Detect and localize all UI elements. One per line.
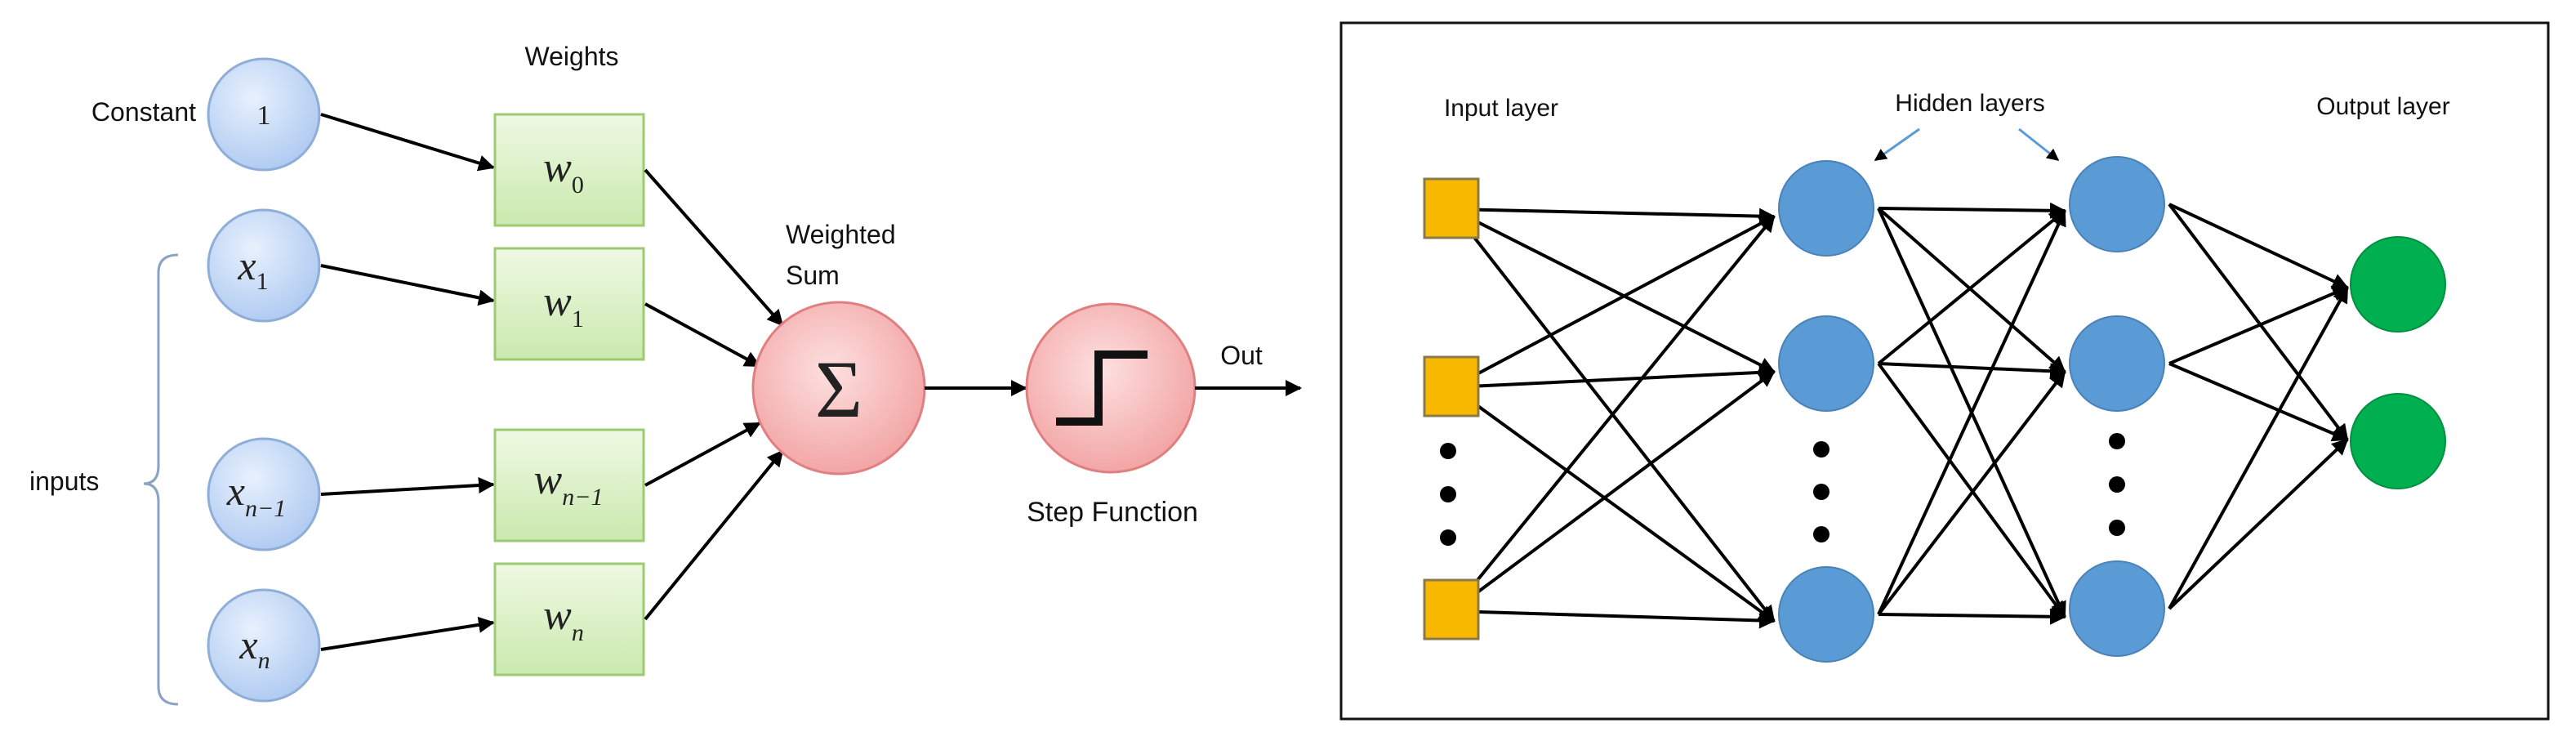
weight-box-wn: wn [493, 562, 645, 676]
sum-symbol: Σ [815, 344, 862, 435]
nn-hidden2-node-n [2069, 560, 2165, 657]
svg-text:w0: w0 [543, 145, 584, 199]
nn-hidden1-node-n [1778, 566, 1874, 663]
input-xn-sub: n [258, 647, 270, 674]
input-x1-sub: 1 [256, 268, 269, 295]
nn-connection-arrow [2168, 286, 2349, 609]
input-node-x1: x1 [207, 208, 321, 323]
nn-input-node-n [1423, 578, 1480, 641]
input-node-xn-1: xn−1 [207, 437, 321, 551]
nn-hidden2-ellipsis [2109, 433, 2125, 536]
nn-connection-arrow [1451, 208, 1776, 373]
weight-w1-sub: 1 [572, 306, 584, 333]
hidden-layer-pointer-left [1874, 127, 1920, 162]
constant-value: 1 [257, 100, 271, 131]
nn-connection-arrow [2168, 203, 2349, 289]
svg-text:xn−1: xn−1 [226, 468, 286, 522]
weight-wn-sub: n [572, 619, 584, 646]
nn-output-node-1 [2350, 236, 2446, 333]
weight-box-wn-1: wn−1 [493, 428, 645, 542]
inputs-label: inputs [29, 467, 99, 496]
perceptron-diagram: Weights Constant inputs 1 x1 xn−1 xn [29, 42, 1302, 706]
svg-text:wn: wn [543, 592, 584, 646]
nn-connection-arrow [1451, 208, 1776, 225]
input-xn-base: x [238, 622, 257, 667]
svg-text:wn−1: wn−1 [534, 457, 604, 511]
nn-hidden1-node-2 [1778, 315, 1874, 412]
svg-text:xn: xn [238, 622, 270, 674]
nn-connection-arrow [1451, 609, 1776, 629]
weight-w1-base: w [543, 279, 572, 325]
hidden-layers-label: Hidden layers [1895, 90, 2044, 117]
weighted-sum-node: Σ [751, 301, 926, 475]
input-node-xn: xn [207, 588, 321, 703]
weight-w0-sub: 0 [572, 172, 584, 199]
constant-node: 1 [207, 57, 321, 172]
nn-output-node-2 [2350, 393, 2446, 489]
nn-hidden2-node-2 [2069, 315, 2165, 412]
input-xn-1-sub: n−1 [245, 495, 286, 522]
constant-label: Constant [91, 97, 196, 127]
weights-title: Weights [524, 42, 618, 71]
inputs-brace [143, 253, 179, 706]
weight-box-w1: w1 [493, 247, 645, 361]
nn-connection-arrow [1877, 370, 2066, 616]
nn-connection-arrow [1451, 215, 1776, 613]
svg-text:w1: w1 [543, 279, 584, 333]
nn-connection-arrow [1451, 364, 1776, 389]
out-label: Out [1220, 341, 1263, 370]
weight-wn-1-sub: n−1 [562, 484, 603, 511]
output-layer-label: Output layer [2316, 93, 2449, 120]
input-x1-base: x [237, 243, 256, 288]
weight-w0-base: w [543, 145, 572, 191]
svg-text:x1: x1 [237, 243, 268, 295]
nn-connection-arrow [2168, 203, 2349, 441]
step-function-node [1025, 302, 1197, 474]
nn-connection-arrow [1878, 608, 2066, 625]
weight-wn-1-base: w [534, 457, 563, 503]
nn-connection-arrow [2168, 285, 2349, 365]
step-function-label: Step Function [1027, 497, 1198, 528]
input-xn-1-base: x [226, 468, 245, 514]
nn-connection-arrow [1877, 209, 2066, 365]
nn-hidden1-node-1 [1778, 160, 1874, 257]
nn-input-node-2 [1423, 355, 1480, 417]
nn-connection-arrow [1877, 209, 2066, 615]
nn-connection-arrow [2168, 438, 2349, 610]
weighted-sum-label-line1: Weighted [786, 220, 896, 249]
nn-connection-arrow [1451, 386, 1776, 623]
weight-wn-base: w [543, 592, 572, 639]
hidden-layer-pointer-right [2018, 127, 2060, 162]
nn-connection-arrow [1451, 215, 1776, 389]
nn-connection-arrow [1877, 362, 2066, 618]
nn-connection-arrow [1451, 370, 1776, 613]
nn-input-node-1 [1423, 177, 1480, 239]
nn-hidden2-node-1 [2069, 156, 2165, 252]
weighted-sum-label-line2: Sum [786, 261, 840, 290]
input-layer-label: Input layer [1444, 95, 1558, 122]
nn-connection-arrow [1877, 207, 2066, 373]
nn-connection-arrow [1878, 202, 2066, 219]
nn-connection-arrow [1878, 362, 2066, 380]
network-frame [1339, 21, 2550, 721]
multilayer-network-diagram: Input layer Hidden layers Output layer [1339, 21, 2550, 721]
network-connections [1451, 202, 2349, 629]
step-icon [1056, 350, 1148, 426]
weight-box-w0: w0 [493, 113, 645, 227]
nn-hidden1-ellipsis [1813, 441, 1829, 542]
nn-connection-arrow [2168, 362, 2349, 442]
nn-input-ellipsis [1440, 443, 1456, 546]
